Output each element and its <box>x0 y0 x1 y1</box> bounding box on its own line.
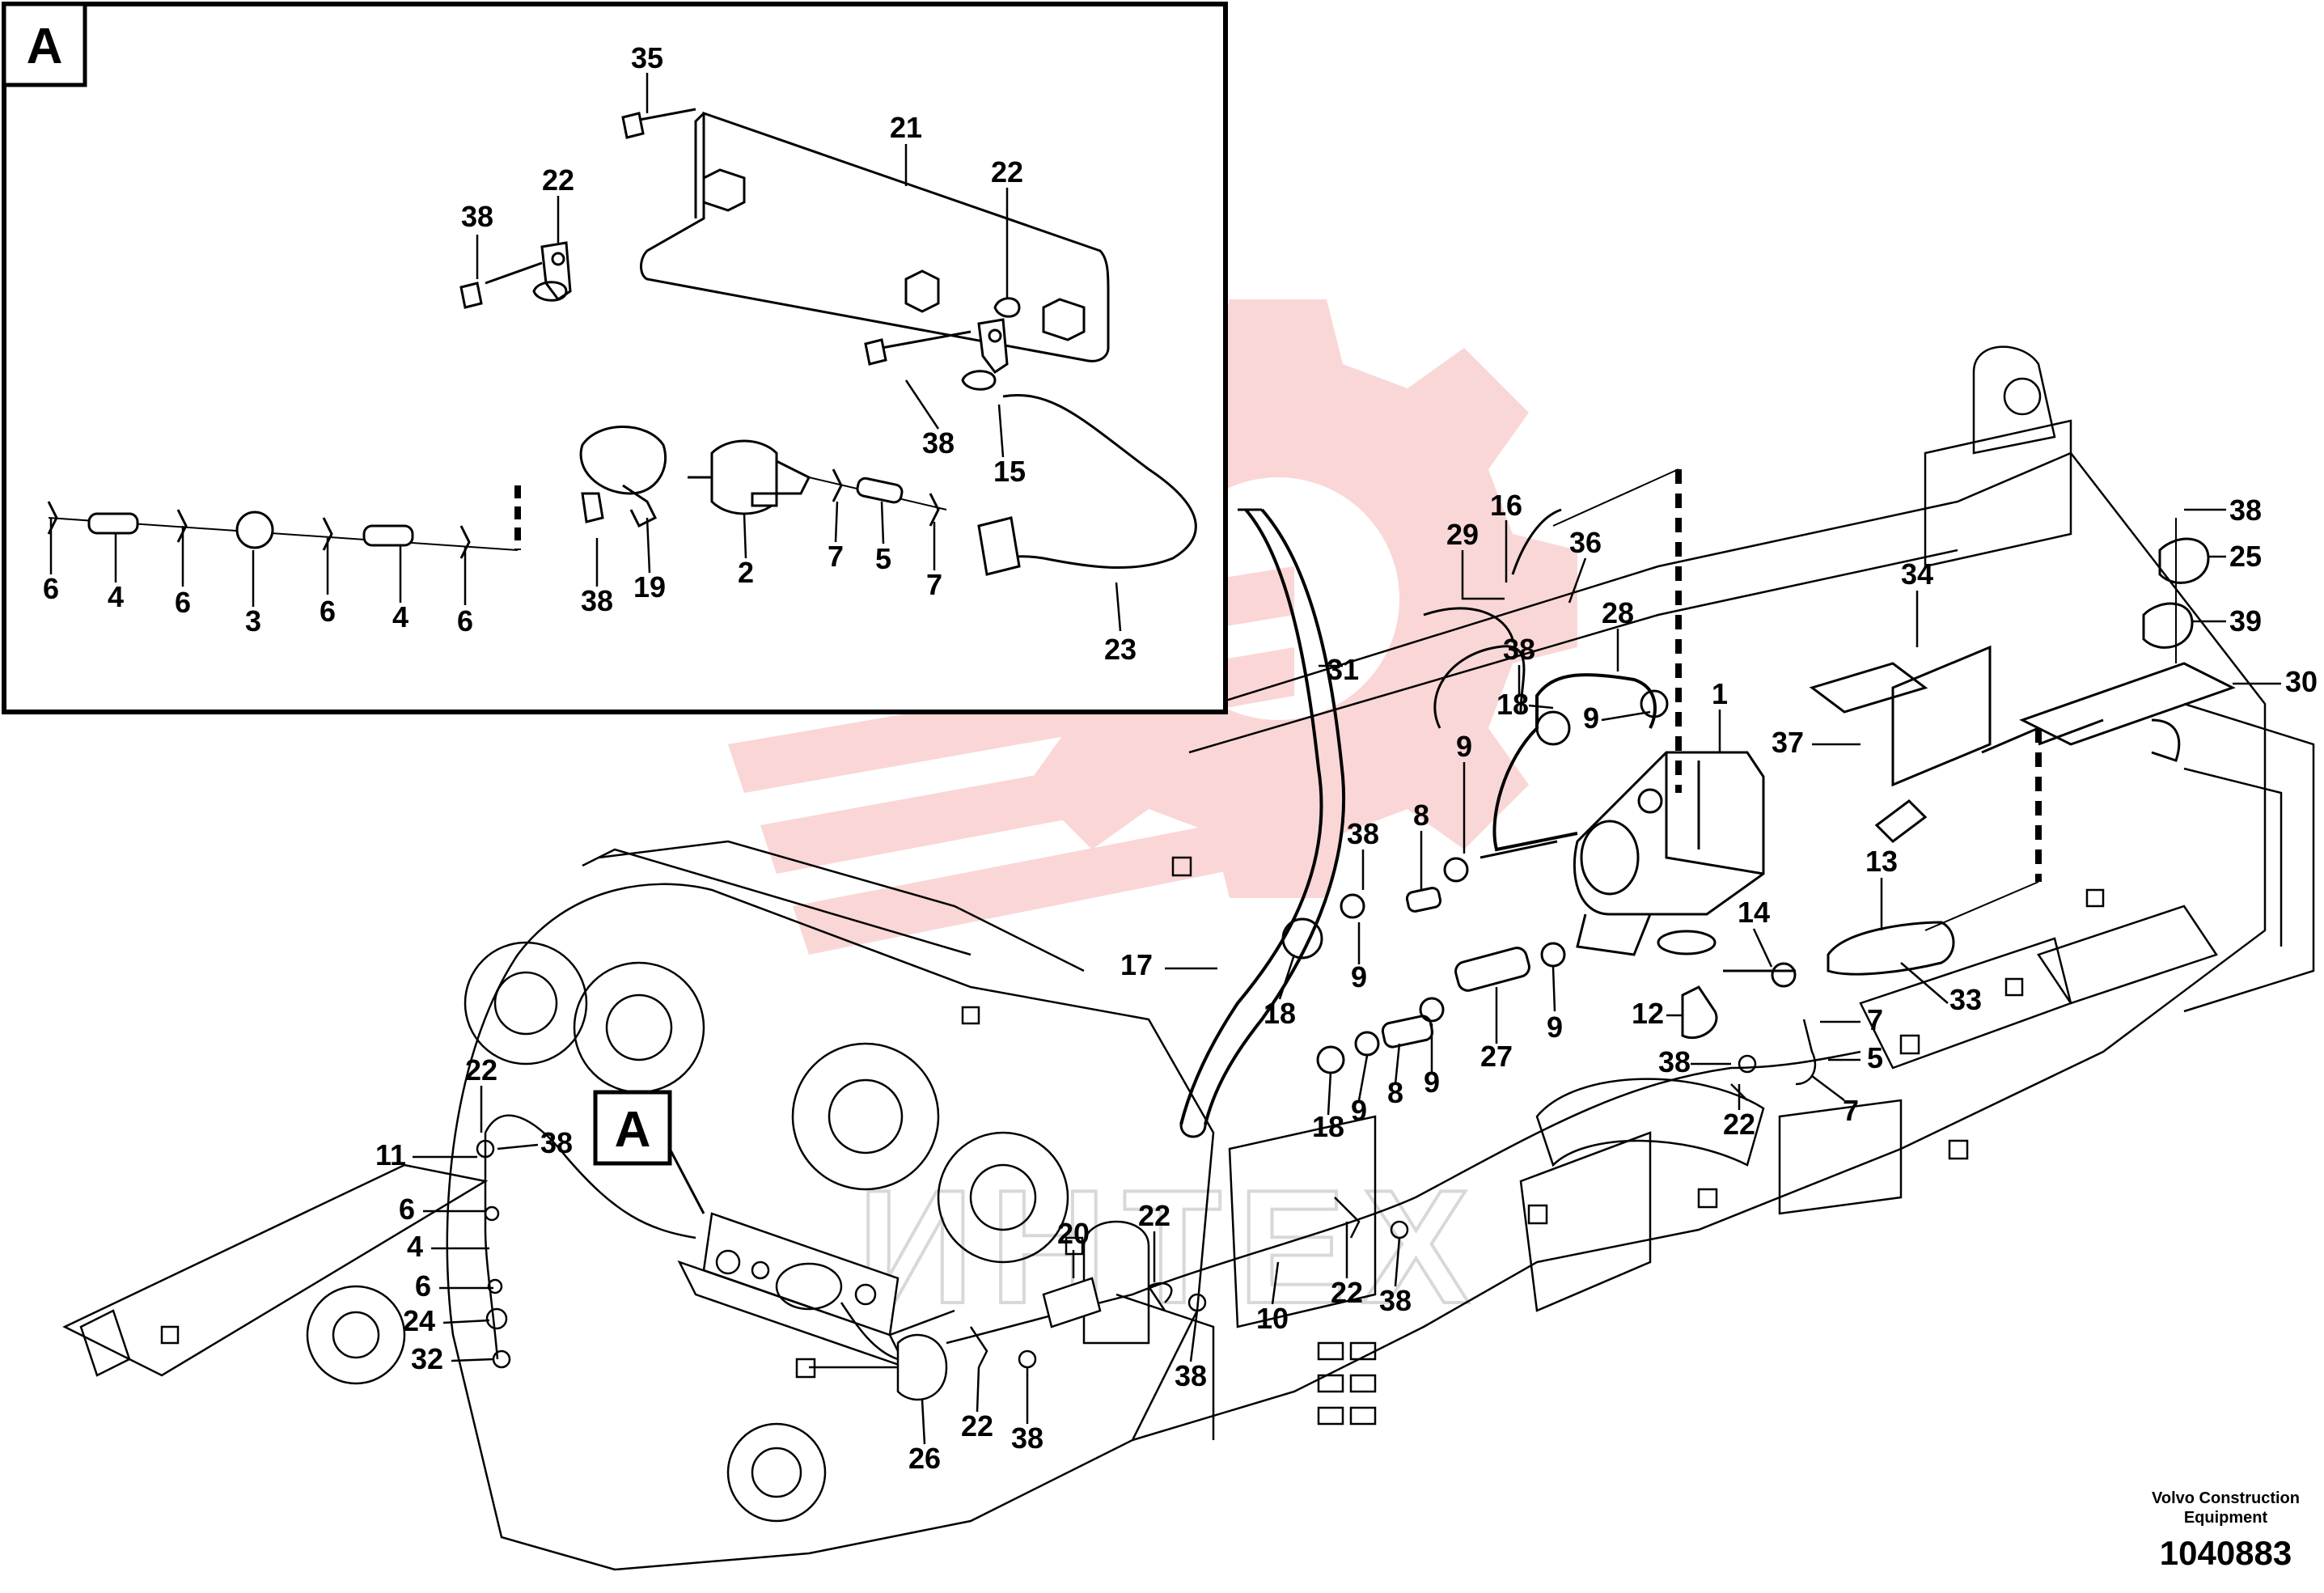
label-6: 6 <box>43 572 59 605</box>
label-7: 7 <box>828 540 844 573</box>
label-25: 25 <box>2229 540 2262 573</box>
label-35: 35 <box>631 41 663 74</box>
label-7: 7 <box>1867 1003 1883 1036</box>
label-22: 22 <box>991 155 1023 189</box>
label-31: 31 <box>1327 653 1359 686</box>
label-1: 1 <box>1712 677 1728 710</box>
callout-a-box <box>593 1090 672 1166</box>
inset-label-box <box>2 2 87 87</box>
wire-harness <box>476 1019 1861 1401</box>
label-30: 30 <box>2285 665 2318 698</box>
label-16: 16 <box>1490 489 1522 522</box>
label-14: 14 <box>1738 896 1770 929</box>
part-labels: 35 21 22 38 22 38 15 23 6 4 6 3 6 4 6 38… <box>43 41 2318 1475</box>
label-38: 38 <box>1658 1045 1691 1078</box>
label-9: 9 <box>1351 960 1367 994</box>
label-38: 38 <box>1347 817 1379 850</box>
label-8: 8 <box>1387 1076 1403 1109</box>
label-6: 6 <box>320 595 336 628</box>
label-2: 2 <box>738 556 754 589</box>
label-20: 20 <box>1057 1217 1090 1250</box>
label-38: 38 <box>1379 1284 1412 1317</box>
label-22: 22 <box>1138 1199 1170 1232</box>
label-6: 6 <box>399 1193 415 1226</box>
label-6: 6 <box>415 1269 431 1303</box>
label-3: 3 <box>245 604 261 638</box>
label-9: 9 <box>1456 730 1472 763</box>
inset-frame <box>2 2 1228 714</box>
label-38: 38 <box>581 584 613 617</box>
label-4: 4 <box>392 600 408 633</box>
label-22: 22 <box>465 1053 497 1087</box>
callout-a-label: A <box>615 1102 651 1158</box>
label-4: 4 <box>407 1230 423 1263</box>
label-6: 6 <box>175 586 191 619</box>
heater-assembly <box>1179 508 2236 1138</box>
label-38: 38 <box>2229 494 2262 527</box>
label-27: 27 <box>1480 1040 1513 1073</box>
label-38: 38 <box>1175 1359 1207 1392</box>
label-38: 38 <box>1011 1421 1043 1455</box>
label-22: 22 <box>542 163 574 197</box>
label-21: 21 <box>890 111 922 144</box>
label-9: 9 <box>1583 701 1599 735</box>
label-38: 38 <box>461 200 493 233</box>
label-7: 7 <box>1843 1094 1859 1127</box>
label-38: 38 <box>922 426 955 460</box>
label-18: 18 <box>1312 1110 1344 1143</box>
label-7: 7 <box>926 568 942 601</box>
label-19: 19 <box>633 570 666 604</box>
brand-line-2: Equipment <box>2183 1509 2268 1527</box>
label-22: 22 <box>961 1409 993 1443</box>
label-38: 38 <box>540 1126 573 1159</box>
label-22: 22 <box>1331 1276 1363 1309</box>
label-9: 9 <box>1351 1094 1367 1127</box>
label-26: 26 <box>908 1442 941 1475</box>
label-11: 11 <box>375 1138 406 1171</box>
drawing-number: 1040883 <box>2159 1534 2292 1572</box>
label-18: 18 <box>1264 997 1296 1030</box>
label-33: 33 <box>1949 983 1982 1016</box>
label-4: 4 <box>108 580 124 613</box>
label-10: 10 <box>1256 1302 1289 1335</box>
label-38: 38 <box>1503 633 1535 666</box>
label-37: 37 <box>1772 726 1804 759</box>
brand-line-1: Volvo Construction <box>2152 1489 2300 1507</box>
watermark-stripe <box>793 809 1294 955</box>
watermark-stripe <box>760 728 1294 874</box>
label-32: 32 <box>411 1342 443 1375</box>
label-8: 8 <box>1413 799 1429 832</box>
label-24: 24 <box>403 1304 435 1337</box>
machine-frame <box>62 345 2315 1571</box>
inset-label: A <box>27 19 63 74</box>
label-29: 29 <box>1446 518 1479 551</box>
leader-lines <box>49 73 2281 1445</box>
label-23: 23 <box>1104 633 1137 666</box>
label-36: 36 <box>1569 526 1602 559</box>
label-9: 9 <box>1547 1010 1563 1044</box>
inset-parts <box>47 108 1197 576</box>
label-6: 6 <box>457 604 473 638</box>
label-34: 34 <box>1901 557 1933 591</box>
label-5: 5 <box>875 542 891 575</box>
label-5: 5 <box>1867 1041 1883 1074</box>
label-28: 28 <box>1602 596 1634 629</box>
label-15: 15 <box>993 455 1026 488</box>
label-39: 39 <box>2229 604 2262 638</box>
label-13: 13 <box>1865 845 1898 878</box>
label-22: 22 <box>1723 1108 1755 1141</box>
label-18: 18 <box>1496 688 1529 721</box>
callout-a-leader <box>668 1148 705 1214</box>
label-9: 9 <box>1424 1066 1440 1099</box>
label-17: 17 <box>1120 948 1153 981</box>
label-12: 12 <box>1632 997 1664 1030</box>
footer-credit: Volvo Construction Equipment 1040883 <box>2152 1489 2300 1573</box>
